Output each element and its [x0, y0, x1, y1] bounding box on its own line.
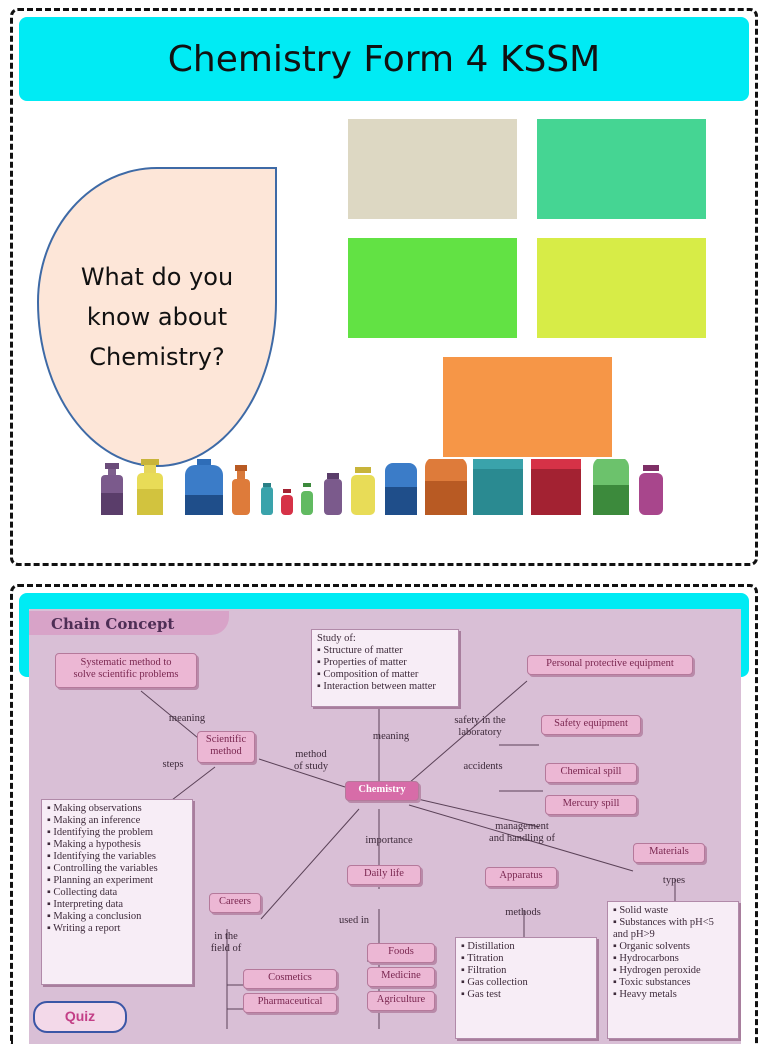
green-box [348, 238, 517, 338]
scientific-method-node: Scientific method [197, 731, 255, 763]
materials-node: Materials [633, 843, 705, 863]
daily-life-node: Daily life [347, 865, 421, 885]
label-accidents: accidents [453, 761, 513, 773]
label-meaning-2: meaning [361, 731, 421, 743]
bottle-teal-large-icon [473, 459, 523, 515]
bottle-orange-small-icon [232, 465, 250, 515]
bottle-red-tiny-icon [281, 489, 293, 515]
chemical-spill-node: Chemical spill [545, 763, 637, 783]
teal-box [537, 119, 706, 219]
bottle-yellow-icon [137, 459, 163, 515]
bottle-yellow2-icon [351, 467, 375, 515]
pharmaceutical-node: Pharmaceutical [243, 993, 337, 1013]
quiz-badge: Quiz [33, 1001, 127, 1033]
bottle-purple-icon [101, 463, 123, 515]
bottle-magenta-icon [639, 465, 663, 515]
label-safety: safety in the laboratory [445, 715, 515, 739]
label-methods: methods [493, 907, 553, 919]
slide-title: Chemistry Form 4 KSSM [168, 39, 600, 80]
question-bubble: What do you know about Chemistry? [37, 167, 277, 467]
tan-box [348, 119, 517, 219]
careers-node: Careers [209, 893, 261, 913]
label-importance: importance [359, 835, 419, 847]
slide-2: Chain Concept [10, 584, 758, 1044]
bottle-blue2-icon [385, 459, 417, 515]
label-types: types [649, 875, 699, 887]
bottle-blue-icon [185, 459, 223, 515]
medicine-node: Medicine [367, 967, 435, 987]
concept-map: Chain Concept [29, 609, 741, 1044]
title-bar: Chemistry Form 4 KSSM [19, 17, 749, 101]
systematic-method-node: Systematic method to solve scientific pr… [55, 653, 197, 688]
study-of-card: Study of: ▪ Structure of matter ▪ Proper… [311, 629, 459, 707]
apparatus-node: Apparatus [485, 867, 557, 887]
label-management: management and handling of [477, 821, 567, 845]
question-text: What do you know about Chemistry? [62, 257, 252, 377]
foods-node: Foods [367, 943, 435, 963]
bottle-green-tiny-icon [301, 483, 313, 515]
steps-list-card: ▪ Making observations ▪ Making an infere… [41, 799, 193, 985]
chemistry-center-node: Chemistry [345, 781, 419, 801]
cosmetics-node: Cosmetics [243, 969, 337, 989]
slide-1: Chemistry Form 4 KSSM What do you know a… [10, 8, 758, 566]
ppe-node: Personal protective equipment [527, 655, 693, 675]
lime-box [537, 238, 706, 338]
bottles-illustration [93, 459, 673, 563]
bottle-green-large-icon [593, 459, 629, 515]
orange-box [443, 357, 612, 457]
label-used-in: used in [329, 915, 379, 927]
materials-list-card: ▪ Solid waste ▪ Substances with pH<5 and… [607, 901, 739, 1039]
bottle-purple2-icon [324, 473, 342, 515]
safety-equipment-node: Safety equipment [541, 715, 641, 735]
label-in-the-field-of: in the field of [205, 931, 247, 955]
bottle-red-large-icon [531, 459, 581, 515]
bottle-orange-icon [425, 459, 467, 515]
bottle-teal-tiny-icon [261, 483, 273, 515]
mercury-spill-node: Mercury spill [545, 795, 637, 815]
label-steps: steps [153, 759, 193, 771]
agriculture-node: Agriculture [367, 991, 435, 1011]
label-meaning: meaning [157, 713, 217, 725]
label-method-of-study: method of study [281, 749, 341, 773]
